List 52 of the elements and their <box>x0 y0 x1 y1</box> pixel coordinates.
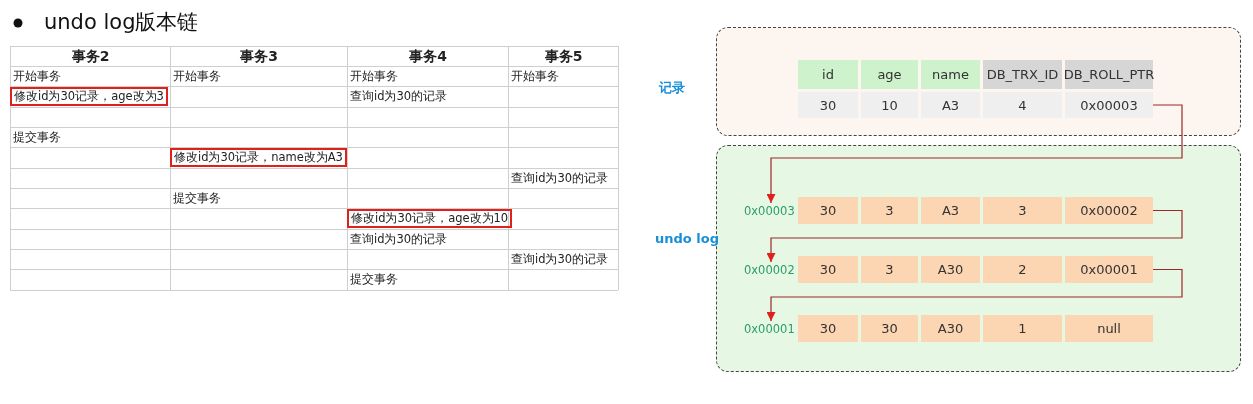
column-header: 事务2 <box>70 47 111 66</box>
panel-heading: undo log <box>655 231 719 246</box>
table-cell-text: 开始事务 <box>172 68 222 84</box>
column-header: DB_TRX_ID <box>983 60 1062 89</box>
address-label: 0x00001 <box>744 321 798 337</box>
column-header: 事务3 <box>239 47 279 66</box>
arrow <box>766 268 1183 322</box>
pointer-cell: 0x00002 <box>1065 197 1153 224</box>
arrow <box>766 104 1183 204</box>
data-cell: 1 <box>983 315 1062 342</box>
data-cell: 10 <box>861 92 918 118</box>
table-cell-text: 开始事务 <box>510 68 560 84</box>
column-header: 事务4 <box>408 47 448 66</box>
data-cell: 30 <box>798 315 858 342</box>
table-cell-text: 查询id为30的记录 <box>349 88 449 104</box>
data-cell: 3 <box>983 197 1062 224</box>
table-cell-text: 开始事务 <box>349 68 399 84</box>
table-cell-text: 查询id为30的记录 <box>510 251 610 267</box>
data-cell: 30 <box>798 256 858 283</box>
title: undo log版本链 <box>44 9 199 36</box>
address-label: 0x00003 <box>744 203 798 219</box>
pointer-cell: 0x00003 <box>1065 92 1153 118</box>
data-cell: 30 <box>798 197 858 224</box>
column-header: DB_ROLL_PTR <box>1065 60 1153 89</box>
data-cell: 3 <box>861 197 918 224</box>
table-cell-text: 查询id为30的记录 <box>349 231 449 247</box>
table-cell-text: 提交事务 <box>12 129 62 145</box>
table-cell-text: 查询id为30的记录 <box>510 170 610 186</box>
data-cell: A3 <box>921 92 980 118</box>
column-header: name <box>921 60 980 89</box>
address-label: 0x00002 <box>744 262 798 278</box>
data-cell: A30 <box>921 315 980 342</box>
arrow <box>766 209 1183 263</box>
data-cell: 30 <box>861 315 918 342</box>
column-header: 事务5 <box>543 47 584 66</box>
data-cell: 3 <box>861 256 918 283</box>
column-header: id <box>798 60 858 89</box>
data-cell: A3 <box>921 197 980 224</box>
data-cell: 2 <box>983 256 1062 283</box>
panel-heading: 记录 <box>659 79 685 97</box>
highlighted-step: 修改id为30记录，age改为10 <box>347 209 513 228</box>
highlighted-step: 修改id为30记录，name改为A3 <box>170 148 347 167</box>
data-cell: 30 <box>798 92 858 118</box>
highlighted-step: 修改id为30记录，age改为3 <box>10 87 168 106</box>
pointer-cell: 0x00001 <box>1065 256 1153 283</box>
data-cell: null <box>1065 315 1153 342</box>
table-cell-text: 提交事务 <box>172 190 222 206</box>
column-header: age <box>861 60 918 89</box>
data-cell: 4 <box>983 92 1062 118</box>
table-cell-text: 提交事务 <box>349 271 399 287</box>
data-cell: A30 <box>921 256 980 283</box>
table-cell-text: 开始事务 <box>12 68 62 84</box>
